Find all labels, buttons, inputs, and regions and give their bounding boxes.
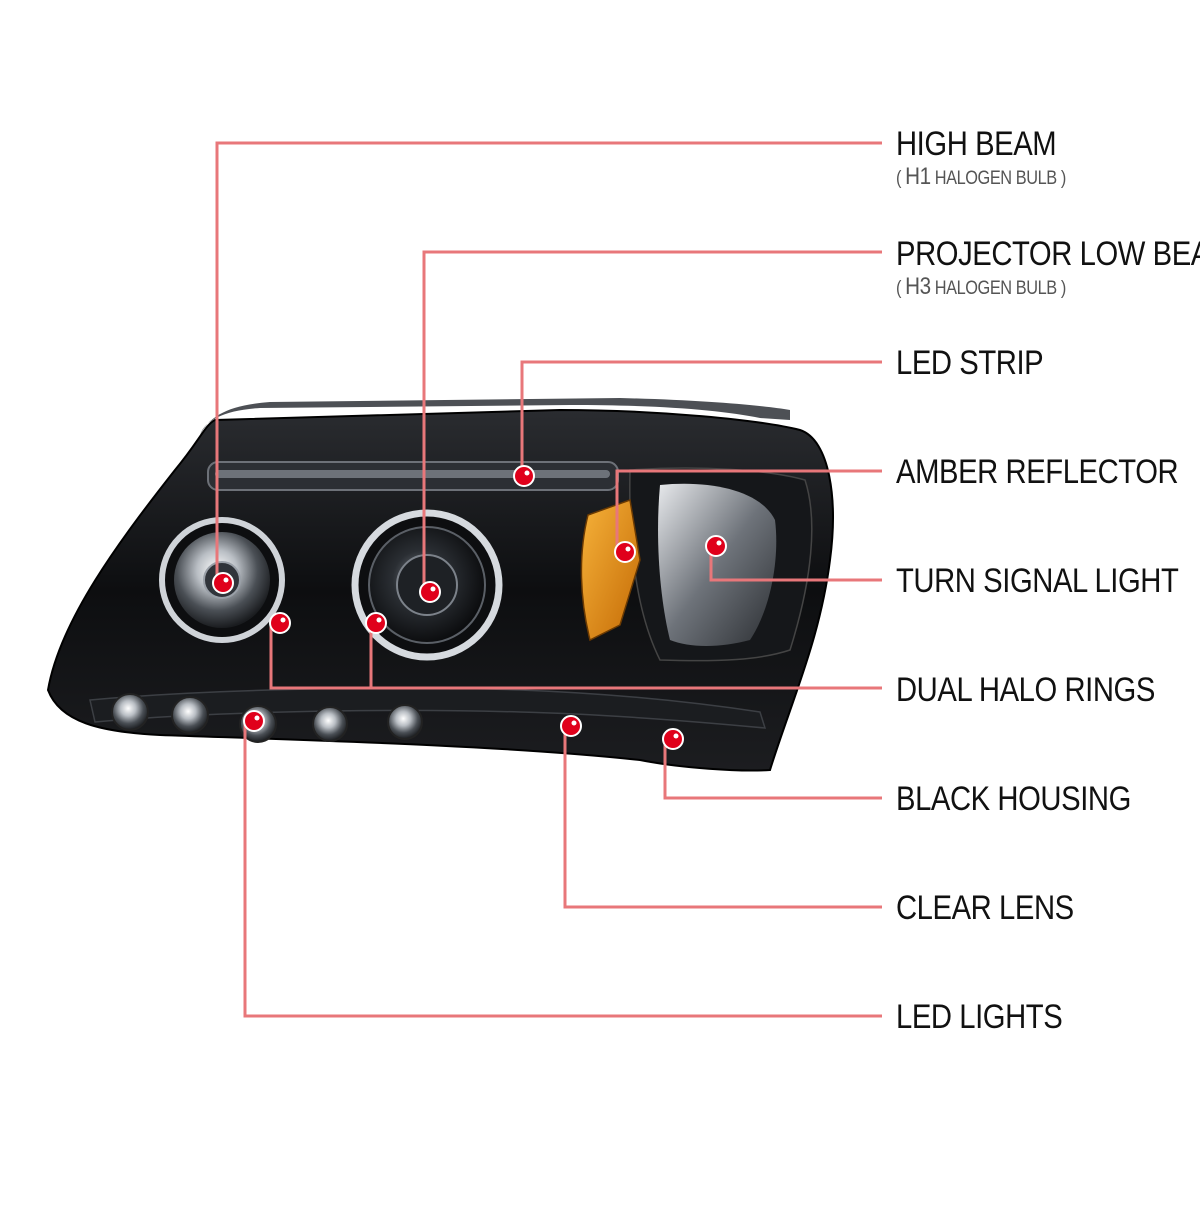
leader-led-lights [243, 723, 882, 1018]
marker-projector-low-beam [419, 581, 441, 603]
callout-black-housing: BLACK HOUSING [896, 781, 1131, 817]
callout-title: HIGH BEAM [896, 125, 1057, 163]
projector-low-beam-lens [351, 509, 503, 661]
callout-title: LED LIGHTS [896, 998, 1063, 1036]
callout-title: LED STRIP [896, 344, 1044, 382]
callout-clear-lens: CLEAR LENS [896, 890, 1074, 926]
callout-dual-halo-rings: DUAL HALO RINGS [896, 672, 1155, 708]
callout-title: DUAL HALO RINGS [896, 671, 1155, 709]
callout-subtitle: ( H3 HALOGEN BULB ) [896, 273, 1066, 300]
callout-led-strip: LED STRIP [896, 344, 1044, 382]
led-lights-row [111, 693, 423, 743]
headlight-housing [46, 398, 834, 772]
marker-dots [212, 465, 727, 750]
callout-title: CLEAR LENS [896, 889, 1074, 927]
callout-high-beam: HIGH BEAM ( H1 HALOGEN BULB ) [896, 126, 1066, 190]
callout-title: PROJECTOR LOW BEAM [896, 235, 1200, 273]
leader-high-beam [215, 141, 882, 580]
marker-dual-halo-rings-1 [269, 612, 291, 634]
marker-led-strip [513, 465, 535, 487]
callout-subtitle: ( H1 HALOGEN BULB ) [896, 163, 1066, 190]
marker-high-beam [212, 572, 234, 594]
callout-title: AMBER REFLECTOR [896, 453, 1179, 491]
callout-turn-signal-light: TURN SIGNAL LIGHT [896, 562, 1179, 600]
leader-turn-signal-light [709, 548, 882, 582]
marker-turn-signal-light [705, 535, 727, 557]
marker-black-housing [662, 728, 684, 750]
callout-title: BLACK HOUSING [896, 780, 1131, 818]
marker-led-lights [243, 710, 265, 732]
leader-clear-lens [563, 727, 882, 909]
callout-title: TURN SIGNAL LIGHT [896, 562, 1179, 600]
leader-amber-reflector [615, 469, 882, 555]
leader-black-housing [663, 740, 882, 800]
callout-amber-reflector: AMBER REFLECTOR [896, 453, 1179, 491]
leader-dual-halo-rings [269, 625, 882, 690]
callout-led-lights: LED LIGHTS [896, 998, 1063, 1036]
leader-projector-low-beam [422, 250, 882, 590]
marker-clear-lens [560, 715, 582, 737]
callout-projector-low-beam: PROJECTOR LOW BEAM ( H3 HALOGEN BULB ) [896, 236, 1200, 300]
leader-led-strip [520, 360, 882, 475]
marker-amber-reflector [614, 541, 636, 563]
marker-dual-halo-rings-2 [365, 612, 387, 634]
leader-lines [215, 141, 882, 1018]
